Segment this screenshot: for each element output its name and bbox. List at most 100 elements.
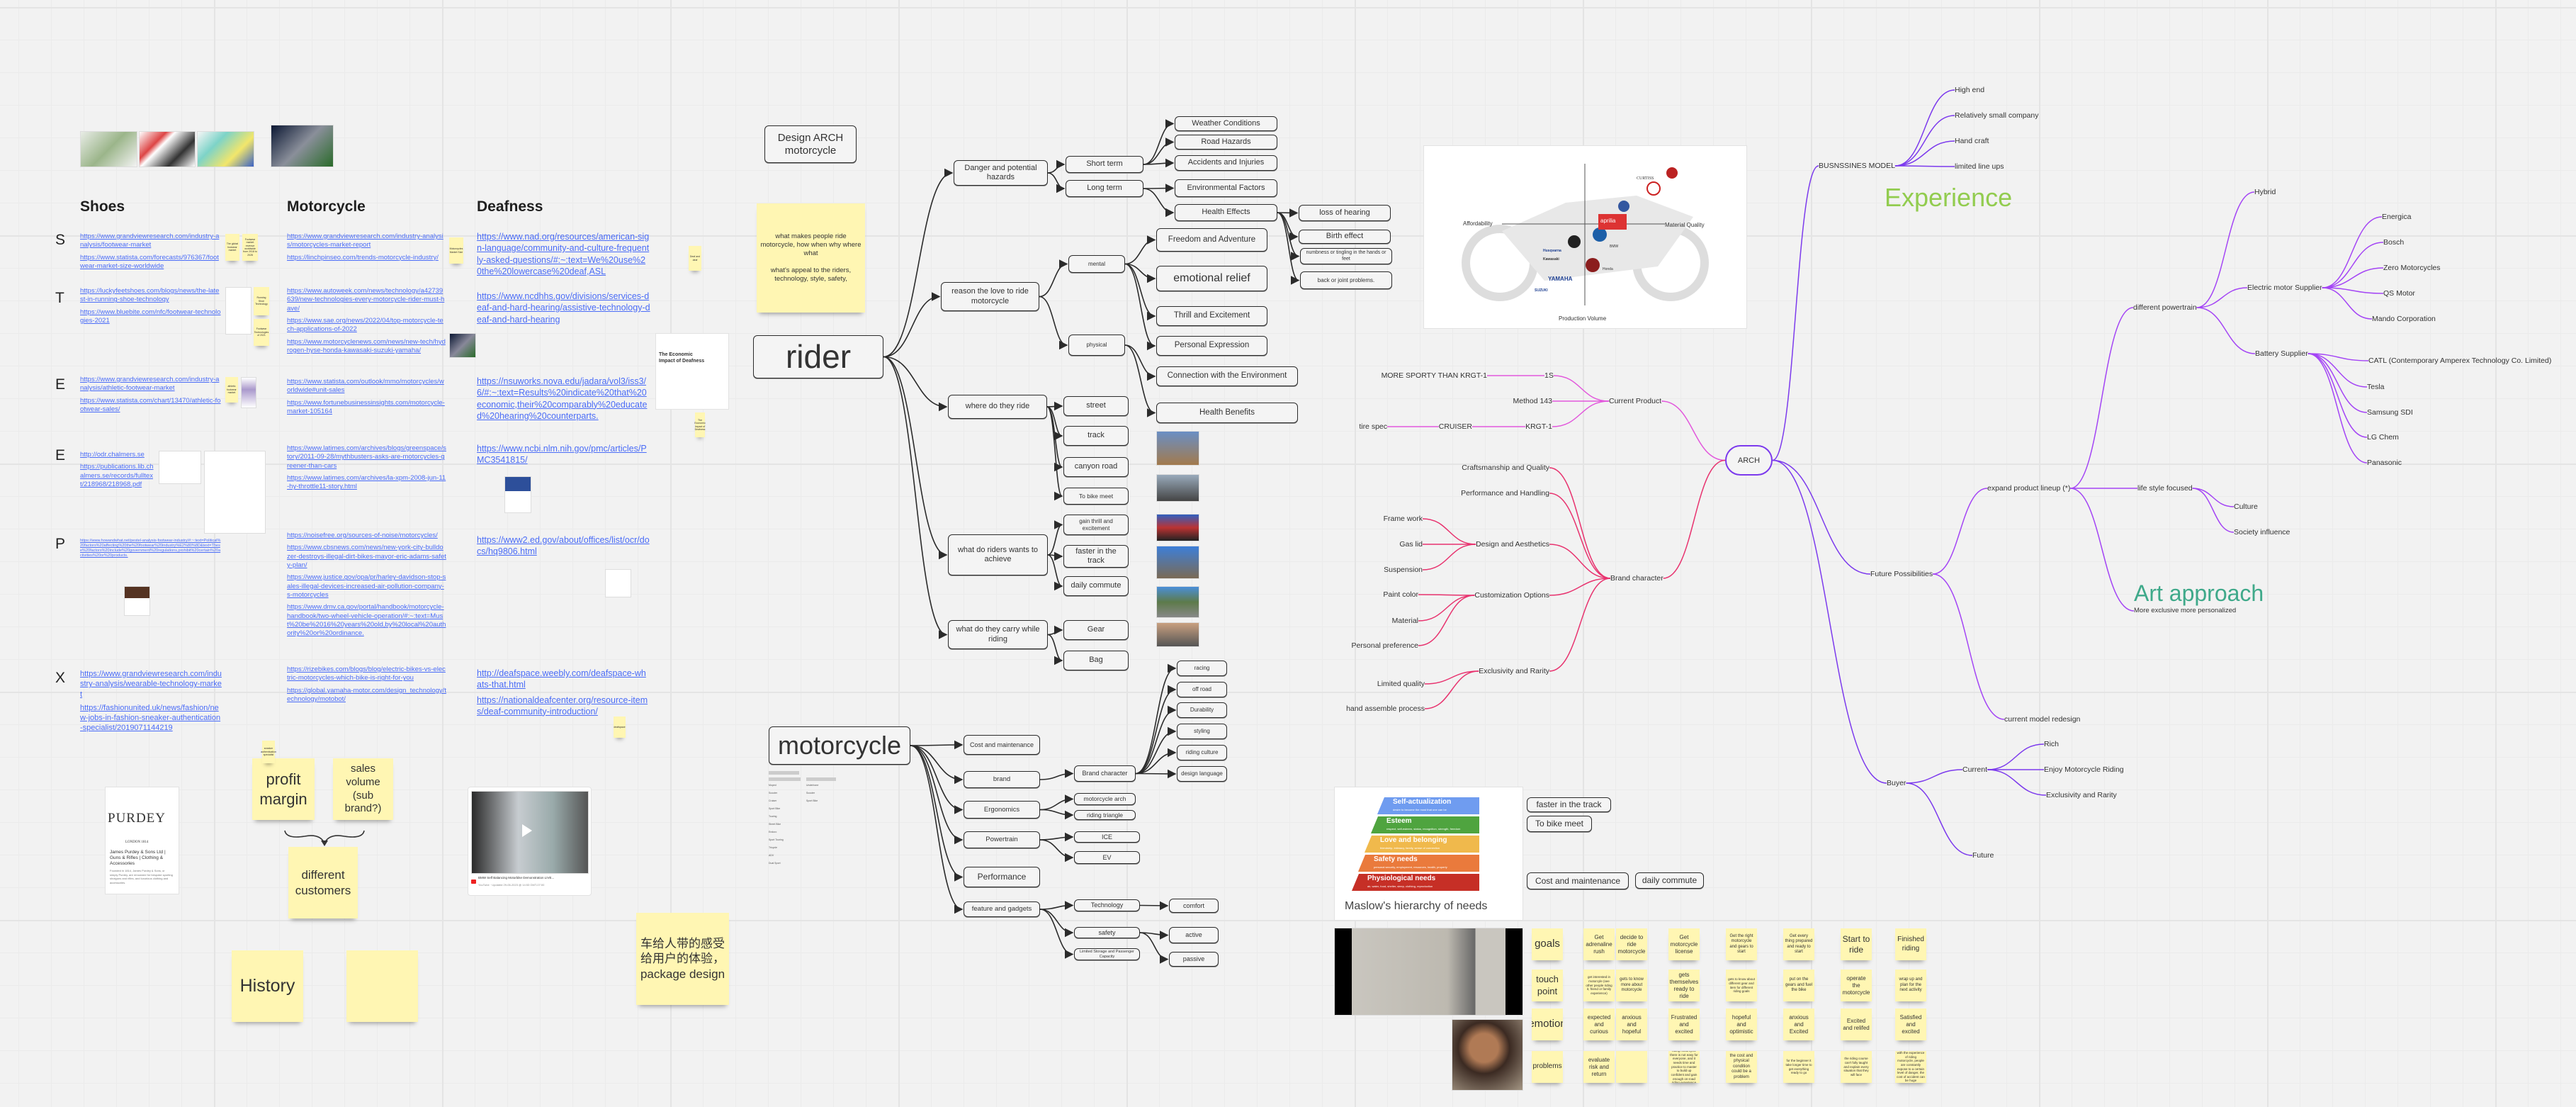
rm-mental-node[interactable]: mental: [1068, 255, 1125, 273]
journey-sticky[interactable]: anxious and Excited: [1783, 1008, 1814, 1040]
rm-back-node[interactable]: back or joint problems.: [1300, 271, 1392, 289]
journey-sticky[interactable]: Get motorcycle license: [1668, 928, 1700, 960]
rm-danger-node[interactable]: Danger and potential hazards: [954, 160, 1048, 186]
rm-gear-node[interactable]: Gear: [1063, 620, 1129, 640]
mm-brand_character-node[interactable]: Brand character: [1074, 765, 1136, 782]
arch-node-p15[interactable]: 1S: [1544, 371, 1554, 380]
research-note[interactable]: Deaf and deaf: [689, 246, 701, 271]
research-note[interactable]: Footwear Technologies of 2021: [254, 319, 269, 346]
journey-sticky[interactable]: expected and curious: [1583, 1008, 1615, 1040]
rm-environmental-node[interactable]: Environmental Factors: [1175, 179, 1277, 197]
mm-root-node[interactable]: motorcycle: [769, 726, 910, 765]
research-link[interactable]: https://www.howandwhat.net/pestel-analys…: [80, 539, 221, 558]
journey-sticky[interactable]: gets to know more about motorcycle: [1616, 970, 1647, 1001]
arch-node-samsung[interactable]: Samsung SDI: [2367, 408, 2413, 417]
rm-connection-node[interactable]: Connection with the Environment: [1156, 366, 1298, 386]
journey-sticky[interactable]: Frustrated and excited: [1668, 1008, 1700, 1040]
journey-sticky[interactable]: evaluate risk and return: [1583, 1051, 1615, 1083]
mm-technology-node[interactable]: Technology: [1074, 899, 1140, 911]
research-link[interactable]: https://www.grandviewresearch.com/indust…: [287, 232, 444, 249]
research-link[interactable]: https://www2.ed.gov/about/offices/list/o…: [477, 535, 650, 557]
arch-node-gas[interactable]: Gas lid: [1399, 540, 1423, 549]
arch-node-cruiser[interactable]: CRUISER: [1438, 422, 1472, 431]
arch-node-paint[interactable]: Paint color: [1383, 590, 1418, 599]
journey-sticky[interactable]: the cost and physical condition could be…: [1726, 1051, 1757, 1083]
journey-sticky[interactable]: hopeful and optimistic: [1726, 1008, 1757, 1040]
research-link[interactable]: https://www.statista.com/outlook/mmo/mot…: [287, 378, 444, 395]
rm-faster-node[interactable]: faster in the track: [1063, 545, 1129, 568]
journey-sticky[interactable]: emotion: [1532, 1008, 1563, 1040]
arch-node-society[interactable]: Society influence: [2234, 528, 2290, 536]
arch-node-qs[interactable]: QS Motor: [2383, 289, 2415, 298]
research-link[interactable]: http://deafspace.weebly.com/deafspace-wh…: [477, 668, 646, 690]
research-link[interactable]: https://www.dmv.ca.gov/portal/handbook/m…: [287, 603, 446, 638]
arch-node-mando[interactable]: Mando Corporation: [2372, 315, 2436, 323]
arch-node-tesla[interactable]: Tesla: [2367, 383, 2385, 391]
arch-node-ems[interactable]: Electric motor Supplier: [2247, 283, 2322, 292]
rm-birth-node[interactable]: Birth effect: [1299, 230, 1391, 244]
journey-sticky[interactable]: goals: [1532, 928, 1563, 960]
rm-freedom-node[interactable]: Freedom and Adventure: [1156, 228, 1267, 252]
arch-node-sporty[interactable]: MORE SPORTY THAN KRGT-1: [1381, 371, 1487, 380]
journey-sticky[interactable]: gets themselves ready to ride: [1668, 970, 1700, 1001]
research-link[interactable]: https://www.nad.org/resources/american-s…: [477, 232, 650, 276]
arch-node-perf[interactable]: Performance and Handling: [1461, 489, 1549, 498]
research-link[interactable]: https://nationaldeafcenter.org/resource-…: [477, 695, 648, 717]
journey-sticky[interactable]: put on the gears and fuel the bike: [1783, 970, 1814, 1001]
arch-node-craft[interactable]: Craftsmanship and Quality: [1462, 463, 1549, 472]
research-link[interactable]: https://www.grandviewresearch.com/indust…: [80, 232, 220, 249]
journey-sticky[interactable]: Get the right motorcycle and gears to st…: [1726, 928, 1757, 960]
research-link[interactable]: https://noisefree.org/sources-of-noise/m…: [287, 532, 438, 539]
mm-arch-node[interactable]: motorcycle arch: [1074, 793, 1136, 805]
rm-carry-node[interactable]: what do they carry while riding: [948, 620, 1048, 649]
research-link[interactable]: https://www.ncdhhs.gov/divisions/service…: [477, 291, 650, 325]
rm-root-node[interactable]: rider: [753, 335, 883, 378]
rm-daily-node[interactable]: daily commute: [1063, 576, 1129, 596]
mm-active-node[interactable]: active: [1169, 927, 1219, 943]
mm-durability-node[interactable]: Durability: [1177, 702, 1227, 718]
arch-node-cp[interactable]: Current Product: [1609, 397, 1662, 405]
sticky-rider-question[interactable]: what makes people ride motorcycle, how w…: [757, 203, 865, 313]
journey-sticky[interactable]: with the experience of riding motorcycle…: [1895, 1051, 1926, 1083]
rm-street-node[interactable]: street: [1063, 396, 1129, 416]
arch-node-catl[interactable]: CATL (Contemporary Amperex Technology Co…: [2368, 356, 2552, 365]
journey-sticky[interactable]: decide to ride motorcycle: [1616, 928, 1647, 960]
research-note[interactable]: Motorcycles Market Size: [449, 237, 463, 264]
rm-achieve-node[interactable]: what do riders wants to achieve: [948, 534, 1048, 575]
sticky-sales[interactable]: sales volume (sub brand?): [333, 758, 393, 820]
research-link[interactable]: https://www.grandviewresearch.com/indust…: [80, 376, 220, 393]
research-link[interactable]: https://rizebikes.com/blogs/blog/electri…: [287, 665, 446, 682]
mm-triangle-node[interactable]: riding triangle: [1074, 810, 1136, 820]
arch-node-art[interactable]: Art approach: [2134, 580, 2264, 606]
arch-node-culture[interactable]: Culture: [2234, 502, 2258, 511]
research-link[interactable]: https://www.bluebite.com/nfc/footwear-te…: [80, 308, 221, 325]
bmw-video-card[interactable]: BMW Self Balancing Motorbike Demonstrati…: [468, 787, 592, 896]
research-link[interactable]: https://www.fortunebusinessinsights.com/…: [287, 398, 445, 416]
journey-sticky[interactable]: gets to know about different gear and it…: [1726, 970, 1757, 1001]
arch-node-panasonic[interactable]: Panasonic: [2367, 459, 2402, 467]
rm-expression-node[interactable]: Personal Expression: [1156, 336, 1267, 356]
arch-node-hand_craft[interactable]: Hand craft: [1955, 137, 1989, 145]
journey-sticky[interactable]: the riding course can't fully taught and…: [1841, 1051, 1872, 1083]
rm-design-node[interactable]: Design ARCH motorcycle: [764, 125, 857, 163]
arch-node-susp[interactable]: Suspension: [1384, 566, 1423, 574]
research-link[interactable]: https://publications.lib.chalmers.se/rec…: [80, 463, 154, 489]
journey-sticky[interactable]: [1616, 1051, 1647, 1083]
journey-sticky[interactable]: wrap up and plan for the next activity: [1895, 970, 1926, 1001]
arch-node-lg[interactable]: LG Chem: [2367, 433, 2399, 442]
mm-comfort-node[interactable]: comfort: [1169, 899, 1219, 913]
research-link[interactable]: https://www.ncbi.nlm.nih.gov/pmc/article…: [477, 444, 647, 466]
mm-brand-node[interactable]: brand: [964, 771, 1040, 788]
brand-positioning-chart[interactable]: Affordability Material Quality Productio…: [1423, 145, 1747, 329]
sticky-chinese[interactable]: 车给人带的感受给用户的体验，package design: [636, 913, 729, 1005]
mm-racing-node[interactable]: racing: [1177, 661, 1227, 676]
journey-sticky[interactable]: Start to ride: [1841, 928, 1872, 960]
sticky-customers[interactable]: different customers: [288, 847, 358, 918]
rm-road-node[interactable]: Road Hazards: [1175, 135, 1277, 150]
research-link[interactable]: https://luckyfeetshoes.com/blogs/news/th…: [80, 287, 220, 304]
arch-node-experience[interactable]: Experience: [1885, 183, 2013, 212]
arch-node-frame[interactable]: Frame work: [1383, 515, 1423, 523]
